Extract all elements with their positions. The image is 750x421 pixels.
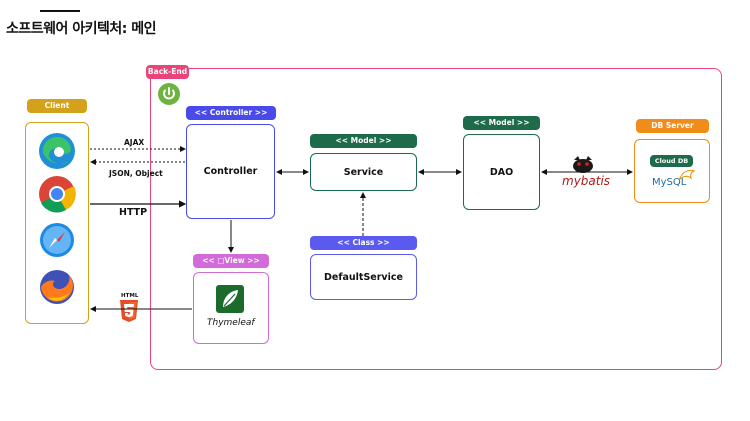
mybatis-label: mybatis xyxy=(562,174,611,188)
service-box: Service xyxy=(310,153,417,191)
title-underline xyxy=(40,10,80,12)
cloud-db-label: Cloud DB xyxy=(650,155,693,167)
controller-name: Controller xyxy=(203,166,258,177)
dolphin-icon xyxy=(678,169,696,181)
page-title: 소프트웨어 아키텍처: 메인 xyxy=(6,21,157,37)
thymeleaf-icon xyxy=(216,285,244,313)
html-label: HTML xyxy=(121,293,139,299)
edge-label-ajax: AJAX xyxy=(124,138,145,147)
db-stereotype: DB Server xyxy=(636,119,709,133)
view-name: Thymeleaf xyxy=(207,318,255,328)
dao-name: DAO xyxy=(489,166,514,178)
dao-stereotype: << Model >> xyxy=(463,116,540,130)
safari-icon xyxy=(40,223,74,257)
db-box xyxy=(634,139,710,203)
firefox-icon xyxy=(40,270,74,304)
edge-label-json: JSON, Object xyxy=(109,169,163,178)
controller-stereotype: << Controller >> xyxy=(186,106,276,120)
view-stereotype: << □View >> xyxy=(193,254,269,268)
spring-icon xyxy=(158,83,180,105)
edge-icon xyxy=(39,133,75,169)
backend-label: Back-End xyxy=(146,65,189,79)
default-service-box: DefaultService xyxy=(310,254,417,300)
default-service-name: DefaultService xyxy=(324,271,403,283)
edge-label-http: HTTP xyxy=(119,207,148,218)
client-label: Client xyxy=(27,99,87,113)
mysql-logo: MySQL xyxy=(652,177,687,188)
service-stereotype: << Model >> xyxy=(310,134,417,148)
chrome-icon xyxy=(39,176,76,213)
service-name: Service xyxy=(343,166,384,178)
default-service-stereotype: << Class >> xyxy=(310,236,417,250)
controller-box: Controller xyxy=(186,124,275,219)
html5-icon xyxy=(120,300,138,322)
backend-boundary xyxy=(150,68,722,370)
dao-box: DAO xyxy=(463,134,540,210)
